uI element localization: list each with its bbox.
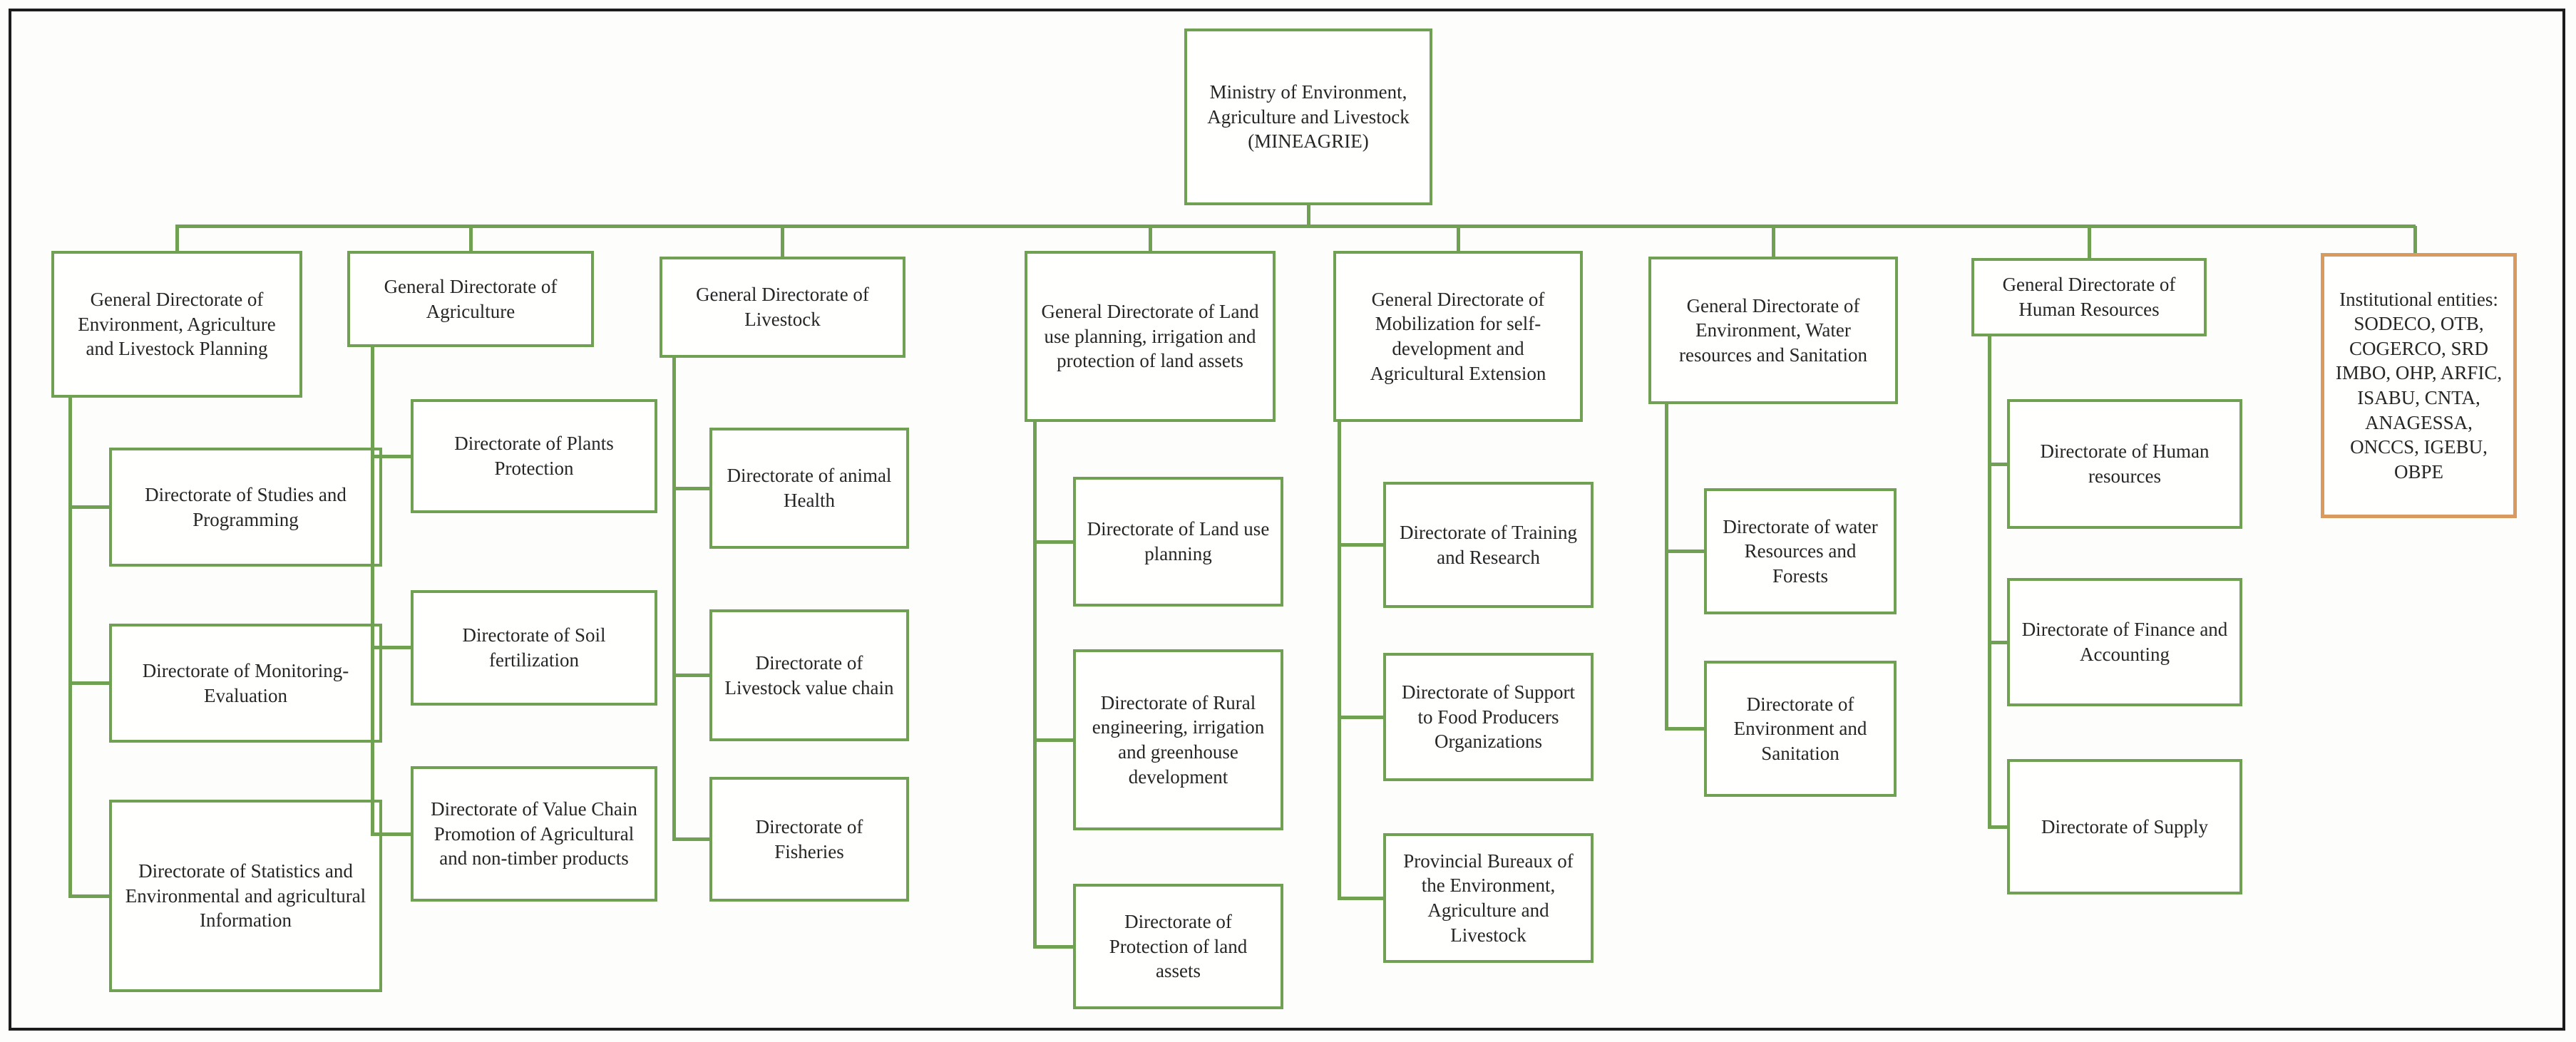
connector-elbow — [1033, 540, 1073, 544]
connector-vline-col4 — [1033, 421, 1037, 949]
connector-elbow — [1033, 945, 1073, 949]
org-box-gd-human-resources: General Directorate of Human Resources — [1971, 258, 2207, 336]
org-box-gd-agriculture: General Directorate of Agriculture — [347, 251, 594, 347]
org-box-fisheries: Directorate of Fisheries — [709, 777, 909, 902]
org-box-soil-fertilization: Directorate of Soil fertilization — [411, 590, 657, 706]
connector-stub-col6 — [1772, 226, 1775, 259]
connector-elbow — [1033, 738, 1073, 742]
org-box-monitoring-evaluation: Directorate of Monitoring-Evaluation — [109, 624, 382, 743]
connector-stub-col3 — [781, 226, 784, 259]
org-box-human-resources: Directorate of Human resources — [2007, 399, 2242, 529]
connector-elbow — [68, 894, 109, 898]
org-box-institutional-entities: Institutional entities: SODECO, OTB, COG… — [2321, 253, 2517, 518]
connector-elbow — [672, 674, 709, 677]
connector-vline-col2 — [371, 346, 374, 836]
org-box-ministry: Ministry of Environment, Agriculture and… — [1184, 29, 1432, 205]
connector-root-stub — [1307, 205, 1310, 228]
org-box-plants-protection: Directorate of Plants Protection — [411, 399, 657, 513]
org-box-environment-sanitation: Directorate of Environment and Sanitatio… — [1704, 661, 1897, 797]
connector-elbow — [371, 832, 411, 836]
connector-vline-col3 — [672, 356, 676, 841]
connector-elbow — [1988, 641, 2007, 644]
org-box-protection-land-assets: Directorate of Protection of land assets — [1073, 884, 1283, 1009]
org-box-gd-land-use: General Directorate of Land use planning… — [1025, 251, 1276, 422]
connector-rail — [175, 225, 2416, 228]
connector-stub-col1 — [175, 226, 179, 254]
org-box-livestock-value-chain: Directorate of Livestock value chain — [709, 609, 909, 741]
connector-vline-col7 — [1988, 335, 1991, 829]
connector-elbow — [68, 681, 109, 685]
connector-elbow — [68, 505, 109, 509]
connector-vline-col5 — [1338, 421, 1341, 900]
connector-stub-col7 — [2088, 226, 2091, 261]
org-box-statistics-information: Directorate of Statistics and Environmen… — [109, 800, 382, 992]
org-box-gd-mobilization: General Directorate of Mobilization for … — [1333, 251, 1583, 422]
org-box-value-chain-promotion: Directorate of Value Chain Promotion of … — [411, 766, 657, 902]
org-box-rural-engineering: Directorate of Rural engineering, irriga… — [1073, 649, 1283, 830]
org-box-water-resources-forests: Directorate of water Resources and Fores… — [1704, 488, 1897, 614]
connector-elbow — [672, 487, 709, 490]
org-box-gd-environment-water: General Directorate of Environment, Wate… — [1648, 257, 1898, 404]
connector-stub-entities — [2413, 226, 2417, 256]
connector-elbow — [1338, 716, 1383, 719]
connector-elbow — [1988, 825, 2007, 829]
connector-elbow — [1338, 897, 1383, 900]
connector-elbow — [1988, 463, 2007, 466]
connector-elbow — [371, 455, 411, 458]
connector-elbow — [371, 646, 411, 649]
connector-elbow — [1338, 543, 1383, 547]
org-box-animal-health: Directorate of animal Health — [709, 428, 909, 549]
connector-elbow — [672, 837, 709, 841]
org-box-gd-livestock: General Directorate of Livestock — [660, 257, 905, 358]
connector-vline-col6 — [1665, 403, 1668, 731]
connector-stub-col2 — [469, 226, 473, 254]
connector-vline-col1 — [68, 396, 72, 898]
org-box-provincial-bureaux: Provincial Bureaux of the Environment, A… — [1383, 833, 1594, 963]
org-box-finance-accounting: Directorate of Finance and Accounting — [2007, 578, 2242, 706]
org-box-supply: Directorate of Supply — [2007, 759, 2242, 894]
connector-stub-col5 — [1457, 226, 1460, 254]
connector-stub-col4 — [1149, 226, 1152, 254]
org-box-training-research: Directorate of Training and Research — [1383, 482, 1594, 608]
org-box-land-use-planning: Directorate of Land use planning — [1073, 477, 1283, 607]
org-box-gd-planning: General Directorate of Environment, Agri… — [51, 251, 302, 398]
org-box-studies-programming: Directorate of Studies and Programming — [109, 448, 382, 567]
connector-elbow — [1665, 550, 1704, 553]
connector-elbow — [1665, 727, 1704, 731]
org-box-support-food-producers: Directorate of Support to Food Producers… — [1383, 653, 1594, 781]
